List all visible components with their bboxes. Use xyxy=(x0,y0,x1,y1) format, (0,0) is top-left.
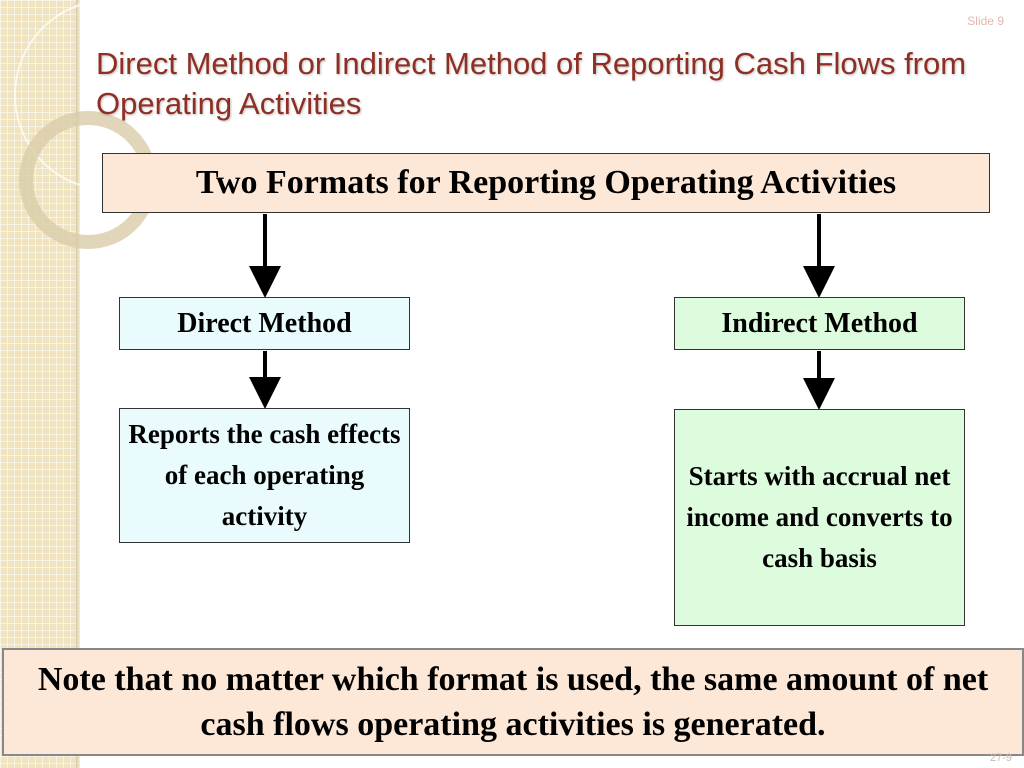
formats-heading-box: Two Formats for Reporting Operating Acti… xyxy=(102,153,990,213)
note-box: Note that no matter which format is used… xyxy=(2,648,1024,756)
corner-page-number: 27-9 xyxy=(989,752,1012,764)
direct-method-description: Reports the cash effects of each operati… xyxy=(119,408,410,543)
direct-method-box: Direct Method xyxy=(119,297,410,350)
sidebar-edge xyxy=(76,0,80,768)
indirect-method-description: Starts with accrual net income and conve… xyxy=(674,409,965,626)
indirect-method-box: Indirect Method xyxy=(674,297,965,350)
slide-title: Direct Method or Indirect Method of Repo… xyxy=(96,46,967,121)
slide-number: Slide 9 xyxy=(967,14,1004,28)
